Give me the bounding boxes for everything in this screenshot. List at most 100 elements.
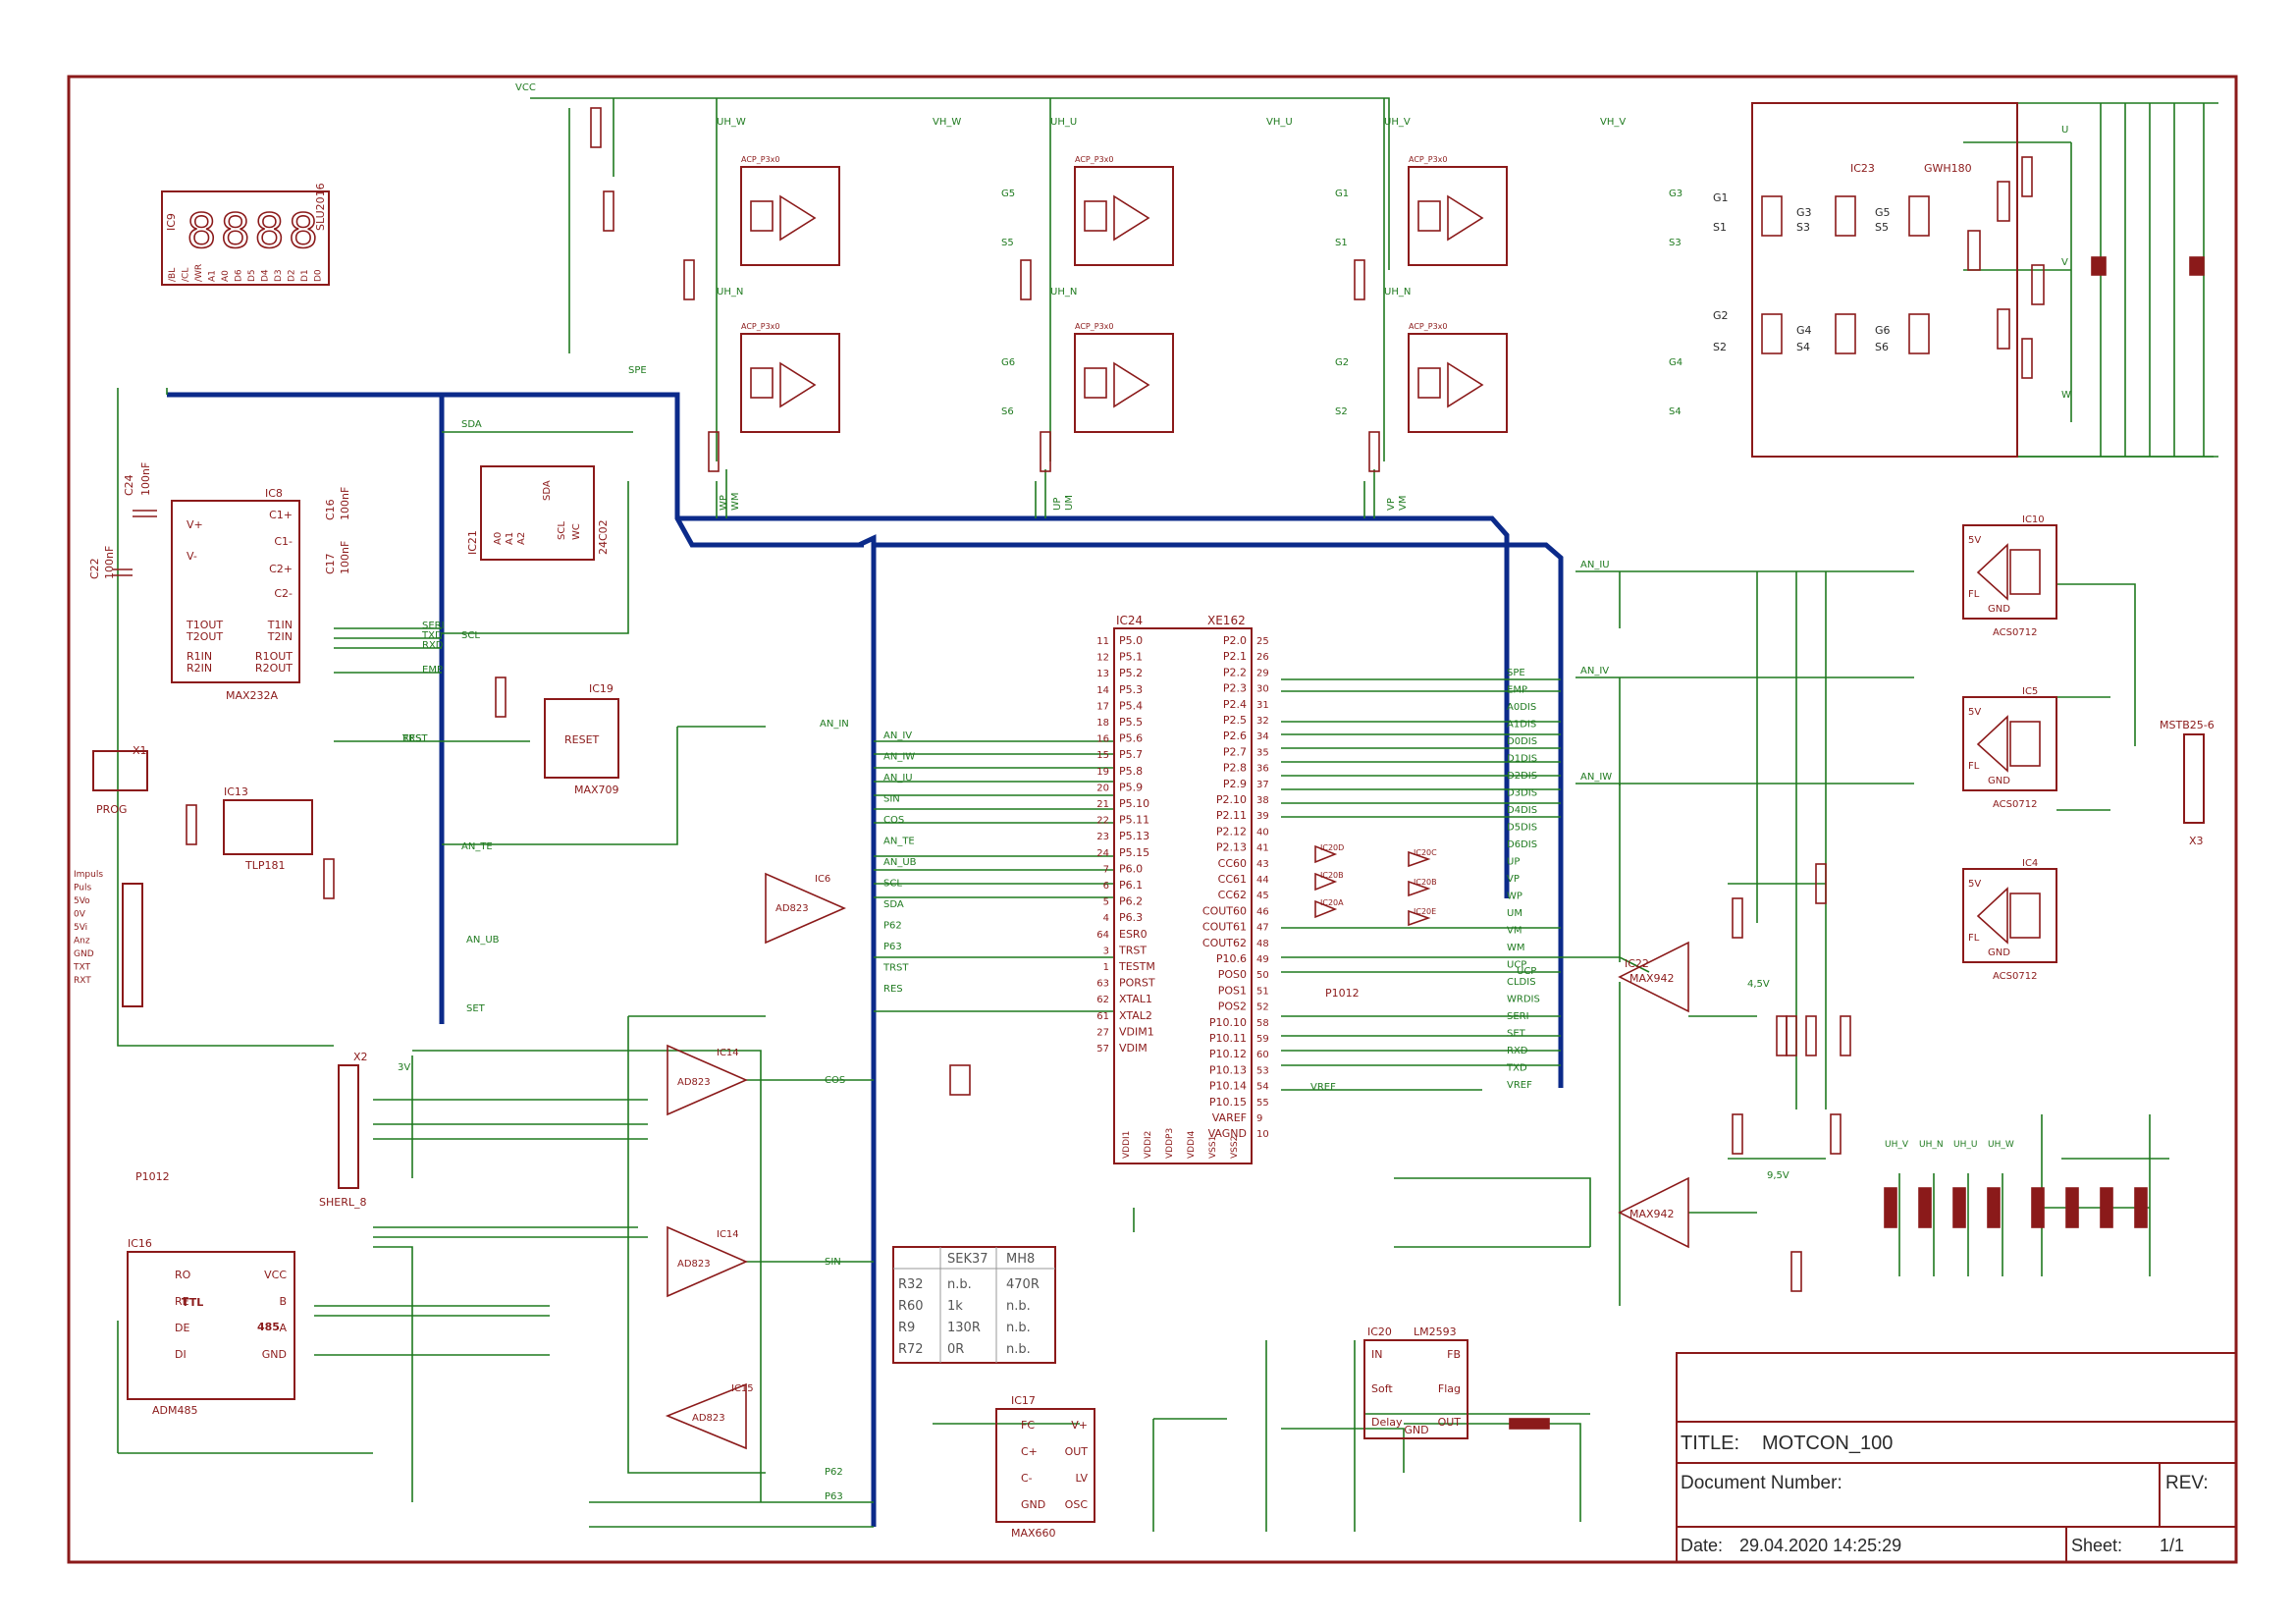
max232-pin: T2IN [267,630,293,643]
mcu-pin-name: P2.2 [1223,666,1247,678]
display-pin: /CL [182,268,191,282]
mcu-pin-number: 51 [1256,986,1269,997]
lm2593-body [1363,1339,1468,1439]
acs-pin: 5V [1968,535,1981,546]
mcu-pin-name: P10.11 [1209,1032,1247,1045]
aux-net: AN_TE [461,841,493,852]
mcu-pin-number: 29 [1256,668,1269,678]
max232-pin: C1+ [269,509,293,521]
rev-label: REV: [2165,1473,2209,1493]
mcu-supply-pin: VDDI4 [1187,1130,1197,1159]
mcu-pin-number: 10 [1256,1129,1269,1140]
mcu-pin-number: 26 [1256,652,1269,663]
table-cell: n.b. [1006,1321,1031,1335]
display-pin: D5 [247,269,257,282]
mcu-pin-number: 23 [1096,832,1109,842]
mcu-pin-name: P5.8 [1119,765,1143,778]
mcu-pin-number: 27 [1096,1027,1109,1038]
display-pin: A1 [208,270,218,282]
eeprom-body [480,465,595,561]
net-label: TXD [1506,1063,1527,1074]
table-header: SEK37 [947,1252,988,1267]
mcu-pin-name: TRST [1118,944,1147,956]
bridge-gate-label: G1 [1713,191,1729,204]
reset-label: RESET [564,733,600,746]
eeprom-pin: SDA [542,480,553,501]
acs-ref: IC5 [2022,686,2038,697]
mcu-pin-number: 17 [1096,701,1109,712]
capacitor-label: 100nF [339,541,351,574]
mcu-pin-number: 47 [1256,923,1269,934]
date-value: 29.04.2020 14:25:29 [1739,1536,1901,1555]
acs-part: ACS0712 [1993,627,2037,638]
driver-supply-label: VH_W [933,117,961,128]
mcu-pin-number: 62 [1096,995,1109,1005]
mcu-pin-number: 9 [1256,1113,1262,1124]
motor-label: UH_U [1953,1140,1977,1150]
bridge-gate-label: G4 [1796,324,1812,337]
mcu-pin-name: COUT60 [1202,904,1247,917]
net-label: AN_IV [883,730,912,741]
bridge-ref: IC23 [1850,162,1875,175]
net-label: P62 [883,921,902,932]
mcu-pin-number: 60 [1256,1050,1269,1060]
mcu-pin-number: 18 [1096,718,1109,729]
mcu-pin-name: CC61 [1218,873,1247,886]
opamp-ref: IC6 [815,874,830,885]
net-label: SDA [883,899,904,910]
mcu-pin-number: 15 [1096,750,1109,761]
acs-sensor-v [1962,696,2057,791]
mcu-pin-number: 54 [1256,1082,1269,1093]
net-label: RXD [1507,1046,1528,1056]
mcu-pin-name: P6.3 [1119,911,1143,924]
driver-output: G1 [1335,189,1349,199]
sheet-value: 1/1 [2160,1536,2184,1555]
bridge-gate-label: S6 [1875,341,1889,353]
x2-label: SHERL_8 [319,1196,366,1209]
mcu-pin-number: 25 [1256,636,1269,647]
gate-ref: IC20B [1320,871,1344,880]
net-label: SET [1507,1029,1526,1040]
mcu-pin-number: 52 [1256,1002,1269,1013]
mcu-pin-number: 45 [1256,891,1269,901]
comparator-ic22b [1618,1176,1689,1249]
driver-supply-label: UH_W [717,117,746,128]
date-label: Date: [1681,1536,1723,1555]
mcu-pin-name: PORST [1119,977,1155,990]
mcu-pin-name: COUT62 [1202,937,1247,949]
lm2593-pin: Delay [1371,1416,1403,1429]
bridge-gate-label: S3 [1796,221,1810,234]
adm485-body [127,1251,295,1400]
bridge-gate-label: S1 [1713,221,1727,234]
mcu-pin-number: 32 [1256,716,1269,727]
mcu-left-net-labels: AN_IVAN_IWAN_IUSINCOSAN_TEAN_UBSCLSDAP62… [882,730,917,995]
driver-supply-label: VH_V [1600,117,1626,128]
bridge-phase: U [2061,125,2068,135]
aux-net: RES [402,733,422,744]
table-cell: 0R [947,1342,964,1357]
net-label: A0DIS [1507,702,1536,713]
mcu-pin-name: ESR0 [1119,928,1148,941]
bridge-part: GWH180 [1924,162,1972,175]
aux-net: SIN [825,1257,841,1268]
mcu-pin-name: P2.12 [1216,825,1247,838]
net-label: EMP [1507,685,1527,696]
connector-x1 [92,750,148,791]
display-pin: D0 [314,269,324,282]
eeprom-pin: A0 [493,532,504,545]
max232-pin: R2IN [187,662,212,675]
driver-output: G2 [1335,357,1349,368]
mcu-pin-number: 49 [1256,954,1269,965]
connector-x3 [2183,733,2205,824]
seven-segment-display: 8888 [187,204,322,259]
driver-output: G4 [1669,357,1682,368]
mcu-supply-pin: VSS1 [1208,1136,1218,1159]
lm2593-pin: IN [1371,1348,1382,1361]
mcu-pin-name: P5.0 [1119,634,1143,647]
mcu-pin-number: 41 [1256,843,1269,854]
bridge-gate-label: G2 [1713,309,1729,322]
display-pin: D3 [274,269,284,282]
